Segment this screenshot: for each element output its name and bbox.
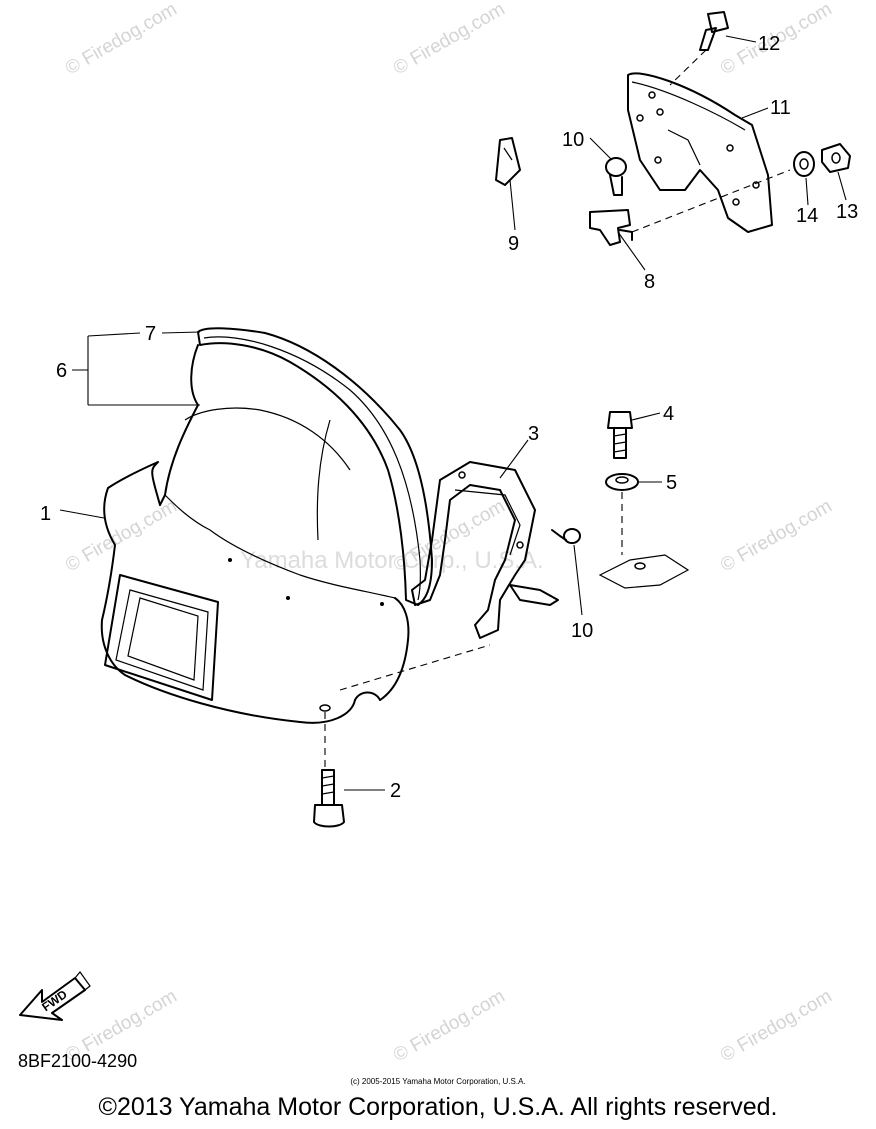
part-bracket-11 [627, 72, 773, 233]
callout-3: 3 [528, 423, 539, 445]
watermark-layer: © Firedog.com © Firedog.com © Firedog.co… [62, 0, 836, 1066]
bracket-hole [752, 181, 760, 189]
callout-11: 11 [770, 97, 791, 119]
part-clip-9 [495, 137, 521, 186]
callout-7: 7 [145, 323, 156, 345]
leader-lines [59, 35, 847, 791]
callout-6: 6 [56, 360, 67, 382]
mount-hole [319, 704, 331, 712]
callout-8: 8 [644, 271, 655, 293]
small-copyright: (c) 2005-2015 Yamaha Motor Corporation, … [350, 1077, 526, 1086]
bracket-hole [656, 108, 664, 116]
part-code: 8BF2100-4290 [18, 1051, 138, 1071]
callout-numbers: 1 2 3 4 5 6 7 8 9 10 10 11 12 13 14 [40, 33, 858, 802]
callout-12: 12 [758, 33, 780, 55]
stay-hole [516, 541, 524, 549]
callout-9: 9 [508, 233, 519, 255]
bracket-hole [654, 156, 662, 164]
part-bracket-8 [589, 209, 633, 246]
rivet [228, 558, 232, 562]
watermark: © Firedog.com [390, 986, 509, 1067]
rivet [286, 596, 290, 600]
callout-10-lower: 10 [571, 620, 593, 642]
callout-2: 2 [390, 780, 401, 802]
bracket-hole [636, 114, 644, 122]
callout-1: 1 [40, 503, 51, 525]
watermark: © Firedog.com [717, 986, 836, 1067]
bracket-hole [648, 91, 656, 99]
stay-hole [458, 471, 466, 479]
part-nut-13 [821, 143, 851, 173]
part-nut-5 [605, 473, 639, 491]
part-mount-plate [598, 554, 690, 589]
fwd-arrow-icon: FWD [19, 971, 91, 1021]
watermark: © Firedog.com [717, 496, 836, 577]
part-bolt-2 [313, 769, 345, 828]
callout-13: 13 [836, 201, 858, 223]
callout-10-upper: 10 [562, 129, 584, 151]
callout-4: 4 [663, 403, 674, 425]
bracket-hole [732, 198, 740, 206]
part-screw-10-upper [605, 157, 627, 196]
watermark: © Firedog.com [62, 496, 181, 577]
copyright: ©2013 Yamaha Motor Corporation, U.S.A. A… [98, 1093, 778, 1121]
watermark: © Firedog.com [390, 0, 509, 79]
part-screw-10-lower [551, 528, 581, 544]
watermark: © Firedog.com [62, 0, 181, 79]
rivet [380, 602, 384, 606]
part-collar-14 [793, 151, 815, 177]
callout-5: 5 [666, 472, 677, 494]
assembly-lines [324, 49, 791, 768]
callout-14: 14 [796, 205, 818, 227]
part-bolt-4 [607, 411, 633, 459]
part-bolt-12 [699, 11, 729, 51]
bracket-hole [726, 144, 734, 152]
watermark-center: Yamaha Motor Corp., U.S.A. [240, 547, 544, 574]
part-stay [411, 461, 559, 639]
part-cowling [100, 327, 433, 724]
